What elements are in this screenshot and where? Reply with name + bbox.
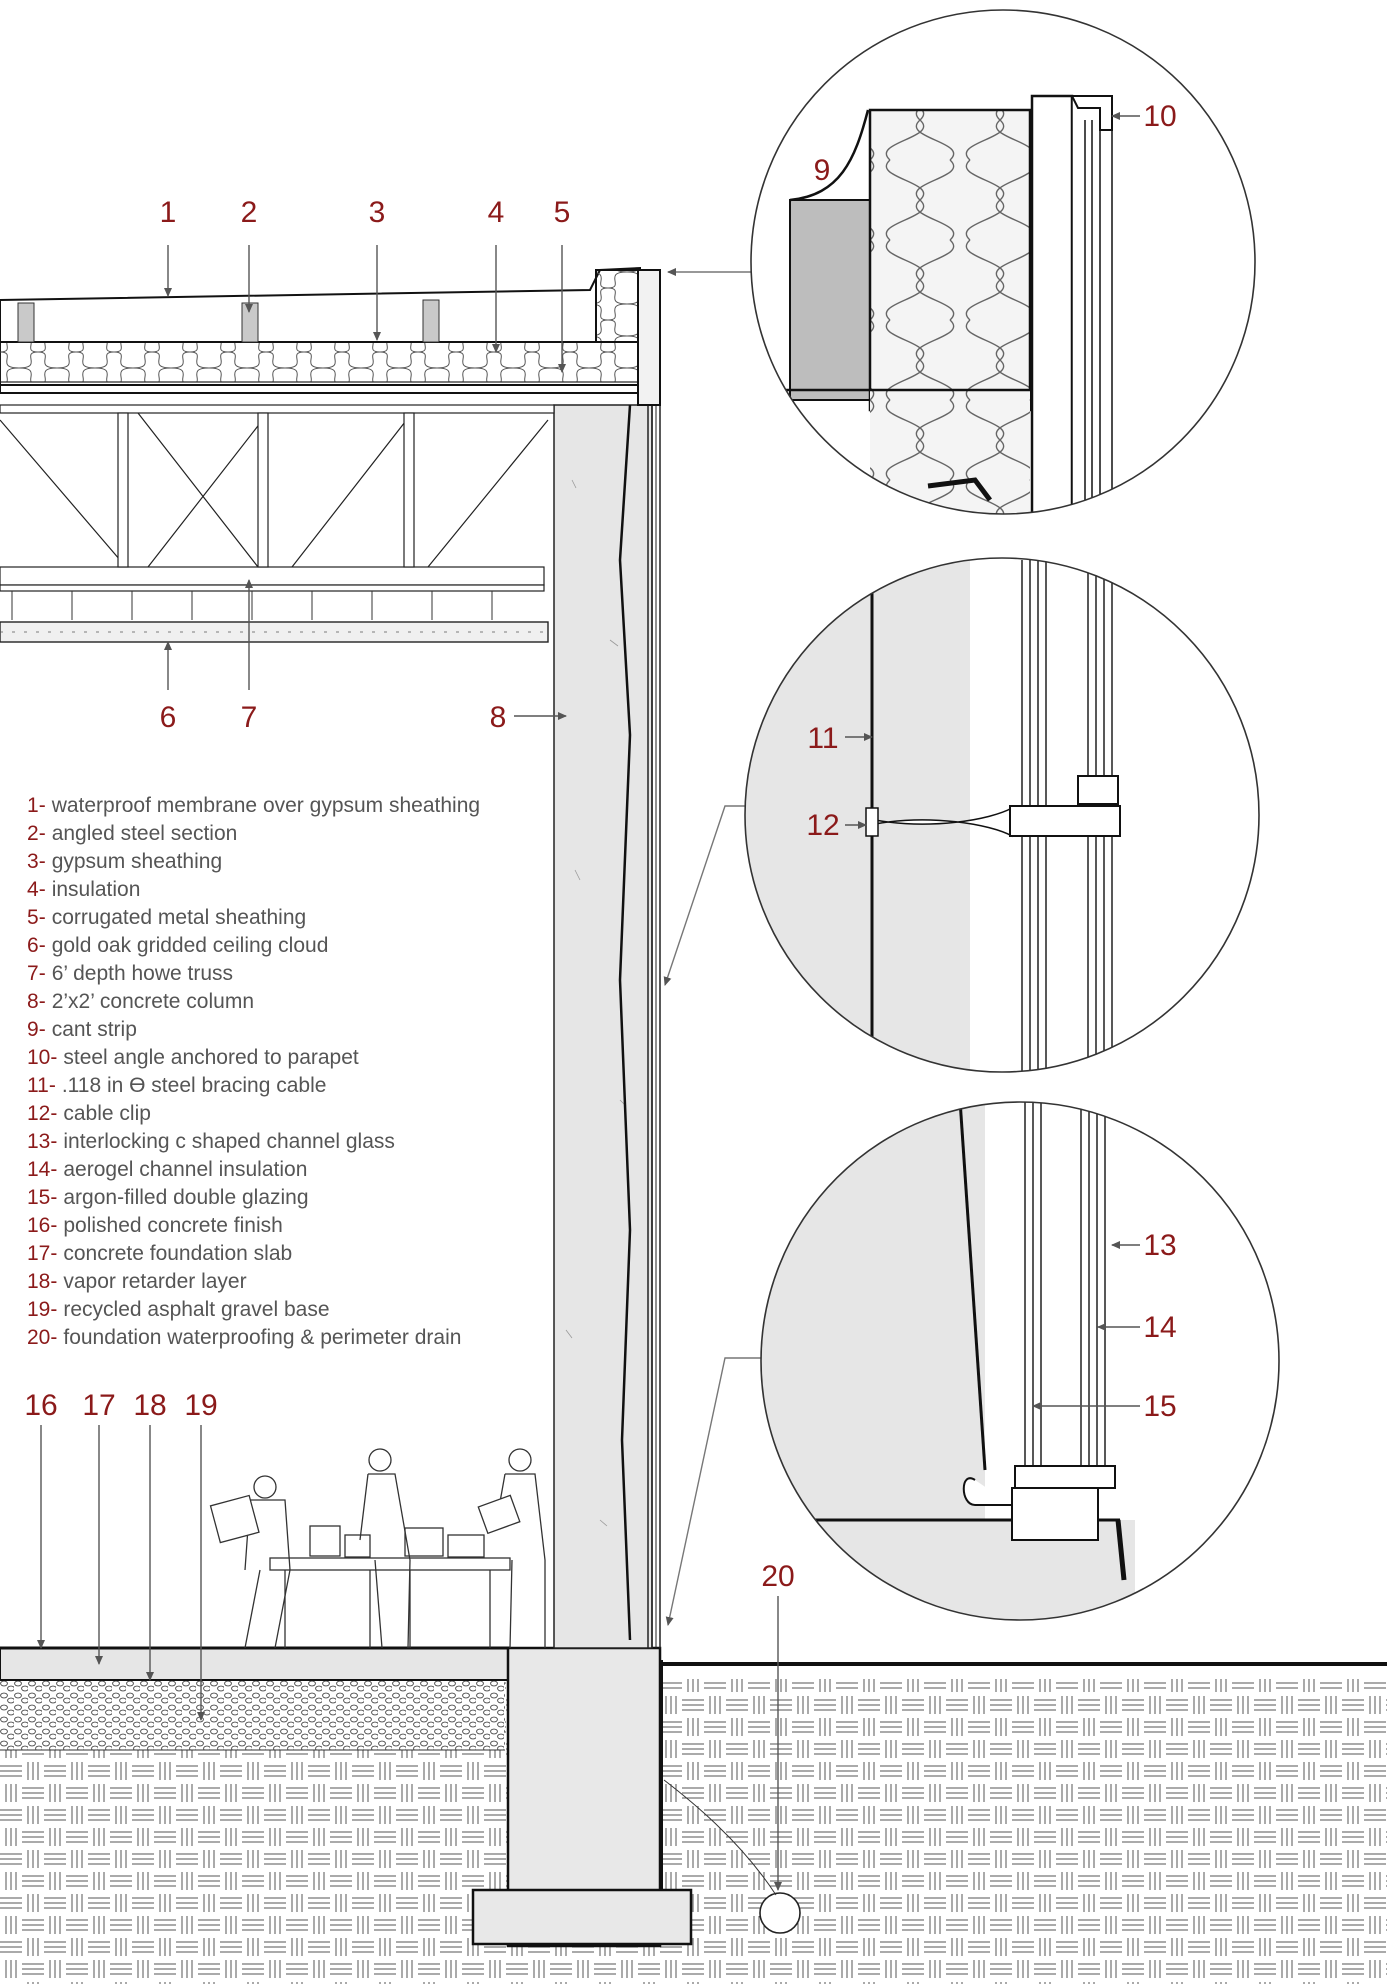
callout-arrows <box>37 112 1140 1891</box>
legend-item: 10-steel angle anchored to parapet <box>27 1046 359 1069</box>
legend-item: 13-interlocking c shaped channel glass <box>27 1130 395 1153</box>
callout-8: 8 <box>490 701 507 734</box>
workers-figure <box>209 1448 546 1649</box>
floor-slab <box>0 1646 511 1681</box>
foundation-wall <box>471 1646 1387 1948</box>
legend-item: 16-polished concrete finish <box>27 1214 283 1237</box>
callout-15: 15 <box>1143 1390 1176 1423</box>
detail-circle-parapet <box>750 9 1256 515</box>
legend-item: 9-cant strip <box>27 1018 137 1041</box>
callout-4: 4 <box>488 196 505 229</box>
legend: 1-waterproof membrane over gypsum sheath… <box>27 794 480 1349</box>
legend-item: 18-vapor retarder layer <box>27 1270 247 1293</box>
legend-item: 14-aerogel channel insulation <box>27 1158 307 1181</box>
ceiling-cloud <box>0 591 549 643</box>
legend-item: 4-insulation <box>27 878 140 901</box>
callout-13: 13 <box>1143 1229 1176 1262</box>
callout-20: 20 <box>761 1560 794 1593</box>
callout-2: 2 <box>241 196 258 229</box>
callout-10: 10 <box>1143 100 1176 133</box>
ground-soil <box>0 1679 1387 1984</box>
legend-item: 15-argon-filled double glazing <box>27 1186 309 1209</box>
legend-item: 2-angled steel section <box>27 822 237 845</box>
legend-item: 17-concrete foundation slab <box>27 1242 292 1265</box>
channel-glass-wall <box>618 275 661 1648</box>
legend-item: 1-waterproof membrane over gypsum sheath… <box>27 794 480 817</box>
legend-item: 11-.118 in ϴ steel bracing cable <box>27 1074 326 1097</box>
callout-9: 9 <box>814 154 831 187</box>
legend-item: 5-corrugated metal sheathing <box>27 906 306 929</box>
callout-6: 6 <box>160 701 177 734</box>
callout-18: 18 <box>133 1389 166 1422</box>
concrete-column <box>553 404 653 1649</box>
legend-item: 12-cable clip <box>27 1102 151 1125</box>
callout-1: 1 <box>160 196 177 229</box>
callout-3: 3 <box>369 196 386 229</box>
legend-item: 8-2’x2’ concrete column <box>27 990 254 1013</box>
callout-16: 16 <box>24 1389 57 1422</box>
callout-11: 11 <box>807 722 838 755</box>
legend-item: 7-6’ depth howe truss <box>27 962 233 985</box>
callout-14: 14 <box>1143 1311 1176 1344</box>
legend-item: 6-gold oak gridded ceiling cloud <box>27 934 328 957</box>
howe-truss <box>0 404 555 592</box>
legend-item: 3-gypsum sheathing <box>27 850 222 873</box>
perimeter-drain <box>663 1779 801 1934</box>
legend-item: 20-foundation waterproofing & perimeter … <box>27 1326 461 1349</box>
callout-7: 7 <box>241 701 258 734</box>
callout-17: 17 <box>82 1389 115 1422</box>
callout-numbers: 1 2 3 4 5 6 7 8 9 10 11 12 13 14 15 16 1… <box>24 100 1176 1593</box>
callout-5: 5 <box>554 196 571 229</box>
callout-19: 19 <box>184 1389 217 1422</box>
legend-item: 19-recycled asphalt gravel base <box>27 1298 330 1321</box>
detail-circle-base <box>760 1101 1280 1621</box>
roof-assembly <box>0 266 661 406</box>
callout-12: 12 <box>806 809 839 842</box>
